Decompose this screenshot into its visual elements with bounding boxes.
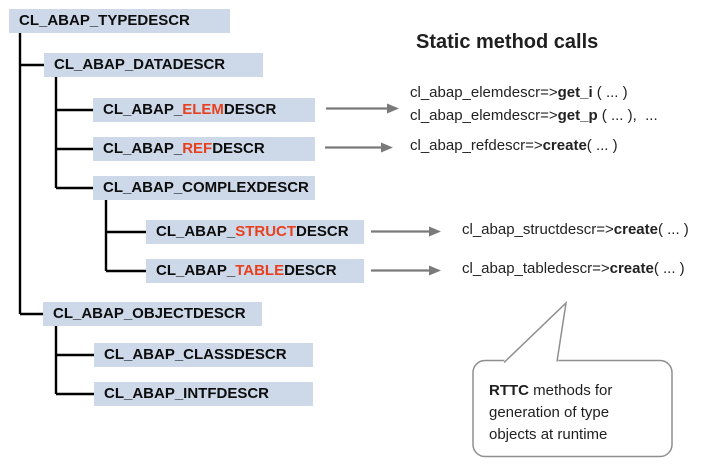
node-label: CL_ABAP_ <box>156 262 236 279</box>
node-label: CL_ABAP_COMPLEXDESCR <box>103 179 309 196</box>
call-method: create <box>613 221 658 238</box>
call-prefix: cl_abap_structdescr=> <box>462 221 614 238</box>
node-label: CL_ABAP_ <box>103 140 183 157</box>
tree-node-cl-abap-complexdescr: CL_ABAP_COMPLEXDESCR <box>93 176 315 200</box>
node-label: DESCR <box>223 101 277 118</box>
node-label: CL_ABAP_CLASSDESCR <box>104 346 287 363</box>
call-method: get_i <box>557 84 593 101</box>
callout-rest: methods for <box>529 382 613 399</box>
tree-node-cl-abap-typedescr: CL_ABAP_TYPEDESCR <box>9 9 230 33</box>
node-label-highlight: ELEM <box>182 101 224 118</box>
callout-line: generation of type <box>489 404 610 421</box>
arrow-right-icon <box>325 142 393 153</box>
call-args: ( ... ), ... <box>597 107 658 124</box>
tree-node-cl-abap-objectdescr: CL_ABAP_OBJECTDESCR <box>43 302 262 326</box>
tree-connector-lines <box>18 33 146 396</box>
tree-node-cl-abap-refdescr: CL_ABAP_REFDESCR <box>93 137 315 161</box>
tree-node-cl-abap-classdescr: CL_ABAP_CLASSDESCR <box>94 343 313 367</box>
node-label: CL_ABAP_TYPEDESCR <box>19 12 190 29</box>
node-label: CL_ABAP_ <box>103 101 183 118</box>
callout-text: RTTC methods for generation of type obje… <box>489 380 664 446</box>
section-title: Static method calls <box>416 31 599 53</box>
call-prefix: cl_abap_tabledescr=> <box>462 260 610 277</box>
call-prefix: cl_abap_elemdescr=> <box>410 107 558 124</box>
tree-node-cl-abap-datadescr: CL_ABAP_DATADESCR <box>44 53 263 77</box>
arrow-right-icon <box>371 265 441 276</box>
node-label: CL_ABAP_INTFDESCR <box>104 385 270 402</box>
arrow-right-icon <box>371 226 441 237</box>
node-label-highlight: STRUCT <box>235 223 297 240</box>
callout-line: objects at runtime <box>489 426 608 443</box>
node-label: DESCR <box>284 262 337 279</box>
call-prefix: cl_abap_refdescr=> <box>410 137 543 154</box>
callout-bold: RTTC <box>489 382 529 399</box>
speech-bubble <box>472 300 673 458</box>
call-method: create <box>542 137 587 154</box>
method-call-refdescr-create: cl_abap_refdescr=>create( ... ) <box>410 137 618 154</box>
call-prefix: cl_abap_elemdescr=> <box>410 84 558 101</box>
callout-line: RTTC methods for <box>489 380 664 402</box>
tree-node-cl-abap-elemdescr: CL_ABAP_ELEMDESCR <box>93 98 315 122</box>
method-call-elemdescr-get-p: cl_abap_elemdescr=>get_p ( ... ), ... <box>410 107 658 124</box>
call-args: ( ... ) <box>653 260 685 277</box>
node-label: DESCR <box>212 140 265 157</box>
node-label: CL_ABAP_OBJECTDESCR <box>53 305 246 322</box>
call-args: ( ... ) <box>657 221 689 238</box>
call-args: ( ... ) <box>592 84 628 101</box>
arrow-right-icon <box>326 103 399 114</box>
tree-node-cl-abap-intfdescr: CL_ABAP_INTFDESCR <box>94 382 313 406</box>
node-label-highlight: TABLE <box>235 262 285 279</box>
call-args: ( ... ) <box>586 137 618 154</box>
tree-node-cl-abap-tabledescr: CL_ABAP_TABLEDESCR <box>146 259 364 283</box>
call-method: get_p <box>557 107 598 124</box>
method-call-tabledescr-create: cl_abap_tabledescr=>create( ... ) <box>462 260 685 277</box>
node-label-highlight: REF <box>182 140 213 157</box>
node-label: DESCR <box>296 223 349 240</box>
node-label: CL_ABAP_ <box>156 223 236 240</box>
method-call-structdescr-create: cl_abap_structdescr=>create( ... ) <box>462 221 689 238</box>
call-method: create <box>609 260 654 277</box>
method-call-elemdescr-get-i: cl_abap_elemdescr=>get_i ( ... ) <box>410 84 628 101</box>
tree-node-cl-abap-structdescr: CL_ABAP_STRUCTDESCR <box>146 220 364 244</box>
node-label: CL_ABAP_DATADESCR <box>54 56 226 73</box>
